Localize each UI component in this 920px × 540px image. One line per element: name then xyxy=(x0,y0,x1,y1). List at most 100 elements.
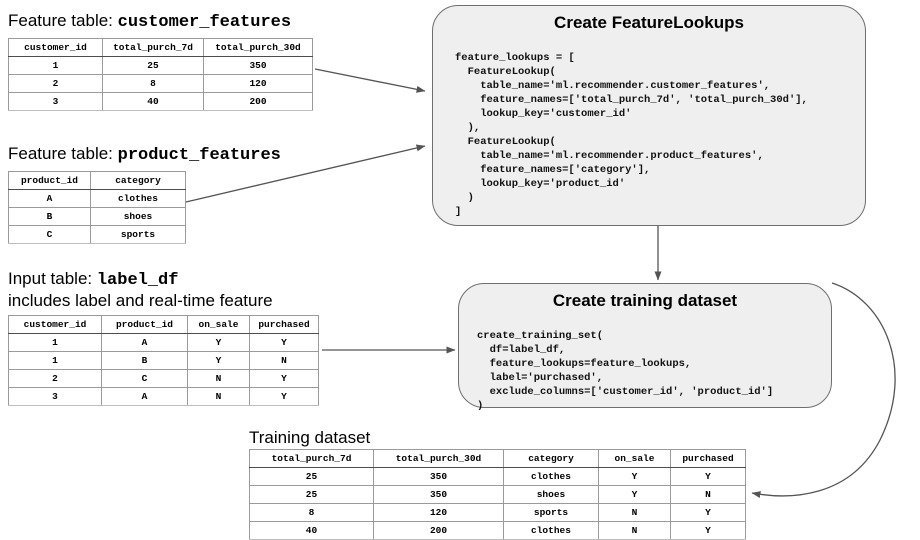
cell: 40 xyxy=(102,92,204,111)
cell: Y xyxy=(249,387,319,406)
cell: A xyxy=(101,387,188,406)
cell: Y xyxy=(249,369,319,388)
code-line: ), xyxy=(455,122,481,134)
code-line: ) xyxy=(455,192,474,204)
cell: 350 xyxy=(203,56,313,75)
cell: 2 xyxy=(8,369,102,388)
cell: Y xyxy=(249,333,319,352)
cell: Y xyxy=(670,521,746,540)
code-line: create_training_set( xyxy=(477,330,604,342)
table-row: B shoes xyxy=(8,207,186,226)
cell: 40 xyxy=(249,521,374,540)
code-line: lookup_key='customer_id' xyxy=(455,108,632,120)
code-line: table_name='ml.recommender.product_featu… xyxy=(455,150,764,162)
code-line: lookup_key='product_id' xyxy=(455,178,626,190)
cell: 25 xyxy=(249,467,374,486)
column-header: customer_id xyxy=(8,315,102,334)
cell: A xyxy=(101,333,188,352)
label-df-caption: Input table: label_df xyxy=(8,268,178,291)
cell: Y xyxy=(187,333,250,352)
cell: sports xyxy=(90,225,186,244)
customer-features-table: customer_id total_purch_7d total_purch_3… xyxy=(8,38,313,111)
label-df-caption-prefix: Input table: xyxy=(8,269,97,288)
cell: shoes xyxy=(90,207,186,226)
cell: 200 xyxy=(373,521,504,540)
cell: 1 xyxy=(8,333,102,352)
cell: 120 xyxy=(203,74,313,93)
cell: clothes xyxy=(90,189,186,208)
code-line: feature_names=['category'], xyxy=(455,164,651,176)
cell: N xyxy=(598,503,671,522)
cell: B xyxy=(101,351,188,370)
create-training-dataset-box: Create training dataset create_training_… xyxy=(458,283,832,412)
cell: 200 xyxy=(203,92,313,111)
table-row: 2 C N Y xyxy=(8,369,319,388)
code-line: FeatureLookup( xyxy=(455,66,556,78)
training-dataset-caption: Training dataset xyxy=(249,428,371,447)
column-header: total_purch_7d xyxy=(102,38,204,57)
create-training-dataset-title: Create training dataset xyxy=(552,291,738,310)
table-header-row: customer_id total_purch_7d total_purch_3… xyxy=(8,38,313,57)
cell: N xyxy=(598,521,671,540)
cell: N xyxy=(670,485,746,504)
product-features-caption-prefix: Feature table: xyxy=(8,144,118,163)
training-dataset-table: total_purch_7d total_purch_30d category … xyxy=(249,449,746,540)
cell: N xyxy=(187,369,250,388)
table-row: 1 25 350 xyxy=(8,56,313,75)
table-row: 1 A Y Y xyxy=(8,333,319,352)
cell: 350 xyxy=(373,467,504,486)
create-featurelookups-box: Create FeatureLookups feature_lookups = … xyxy=(432,5,866,226)
cell: B xyxy=(8,207,91,226)
cell: sports xyxy=(503,503,599,522)
product-features-caption: Feature table: product_features xyxy=(8,143,281,166)
column-header: purchased xyxy=(670,449,746,468)
table-row: 3 40 200 xyxy=(8,92,313,111)
cell: Y xyxy=(187,351,250,370)
table-row: C sports xyxy=(8,225,186,244)
cell: 3 xyxy=(8,387,102,406)
table-row: 25 350 shoes Y N xyxy=(249,485,746,504)
code-line: feature_lookups=feature_lookups, xyxy=(477,358,692,370)
code-line: FeatureLookup( xyxy=(455,136,556,148)
code-line: ] xyxy=(455,206,462,218)
cell: 120 xyxy=(373,503,504,522)
column-header: category xyxy=(503,449,599,468)
cell: 8 xyxy=(102,74,204,93)
table-row: 8 120 sports N Y xyxy=(249,503,746,522)
cell: 25 xyxy=(249,485,374,504)
table-row: 1 B Y N xyxy=(8,351,319,370)
table-row: 3 A N Y xyxy=(8,387,319,406)
column-header: customer_id xyxy=(8,38,103,57)
label-df-caption-line2: includes label and real-time feature xyxy=(8,291,273,310)
cell: 25 xyxy=(102,56,204,75)
label-df-table-name: label_df xyxy=(96,271,179,290)
cell: 8 xyxy=(249,503,374,522)
code-line: ) xyxy=(477,400,484,412)
code-line: exclude_columns=['customer_id', 'product… xyxy=(477,386,774,398)
cell: Y xyxy=(598,485,671,504)
product-features-table: product_id category A clothes B shoes C … xyxy=(8,171,186,244)
cell: N xyxy=(249,351,319,370)
column-header: total_purch_7d xyxy=(249,449,374,468)
table-row: 2 8 120 xyxy=(8,74,313,93)
table-row: 25 350 clothes Y Y xyxy=(249,467,746,486)
code-line: feature_names=['total_purch_7d', 'total_… xyxy=(455,94,808,106)
code-line: feature_lookups = [ xyxy=(455,52,575,64)
cell: 1 xyxy=(8,351,102,370)
table-header-row: total_purch_7d total_purch_30d category … xyxy=(249,449,746,468)
code-line: table_name='ml.recommender.customer_feat… xyxy=(455,80,771,92)
customer-features-caption-prefix: Feature table: xyxy=(8,11,118,30)
table-row: A clothes xyxy=(8,189,186,208)
cell: C xyxy=(101,369,188,388)
label-df-table: customer_id product_id on_sale purchased… xyxy=(8,315,319,406)
cell: A xyxy=(8,189,91,208)
cell: shoes xyxy=(503,485,599,504)
table-header-row: customer_id product_id on_sale purchased xyxy=(8,315,319,334)
column-header: category xyxy=(90,171,186,190)
column-header: product_id xyxy=(101,315,188,334)
product-features-table-name: product_features xyxy=(117,146,281,165)
cell: 3 xyxy=(8,92,103,111)
column-header: total_purch_30d xyxy=(203,38,313,57)
code-line: df=label_df, xyxy=(477,344,566,356)
